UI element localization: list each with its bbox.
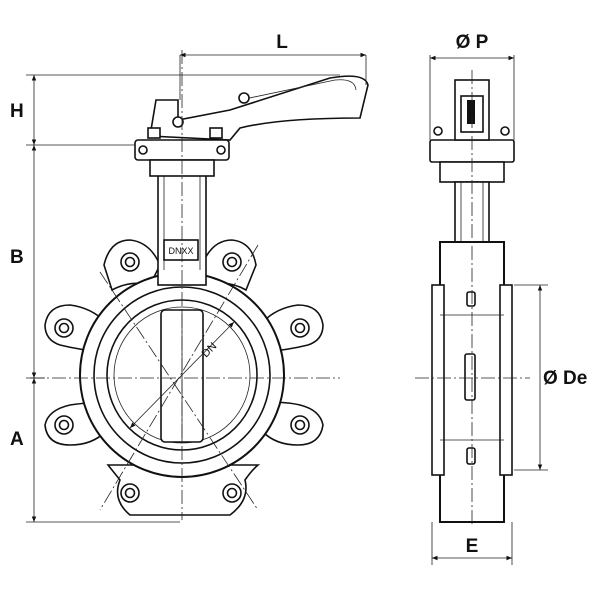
dim-A-label: A (10, 429, 24, 450)
lever-handle (147, 75, 369, 141)
dim-E-label: E (466, 536, 479, 557)
nameplate (163, 239, 199, 261)
front-view: DNXX (30, 50, 369, 520)
dim-B-label: B (10, 247, 24, 268)
valve-seat-inner (113, 306, 251, 444)
nameplate-label: DNXX (168, 246, 193, 256)
dim-H-label: H (10, 101, 24, 122)
side-view (415, 70, 530, 525)
dimension-lines (26, 52, 548, 565)
dim-L-label: L (276, 32, 288, 53)
lug-bolt-holes (54, 252, 310, 503)
dim-P-label: Ø P (456, 32, 489, 53)
dim-De-label: Ø De (543, 368, 587, 389)
